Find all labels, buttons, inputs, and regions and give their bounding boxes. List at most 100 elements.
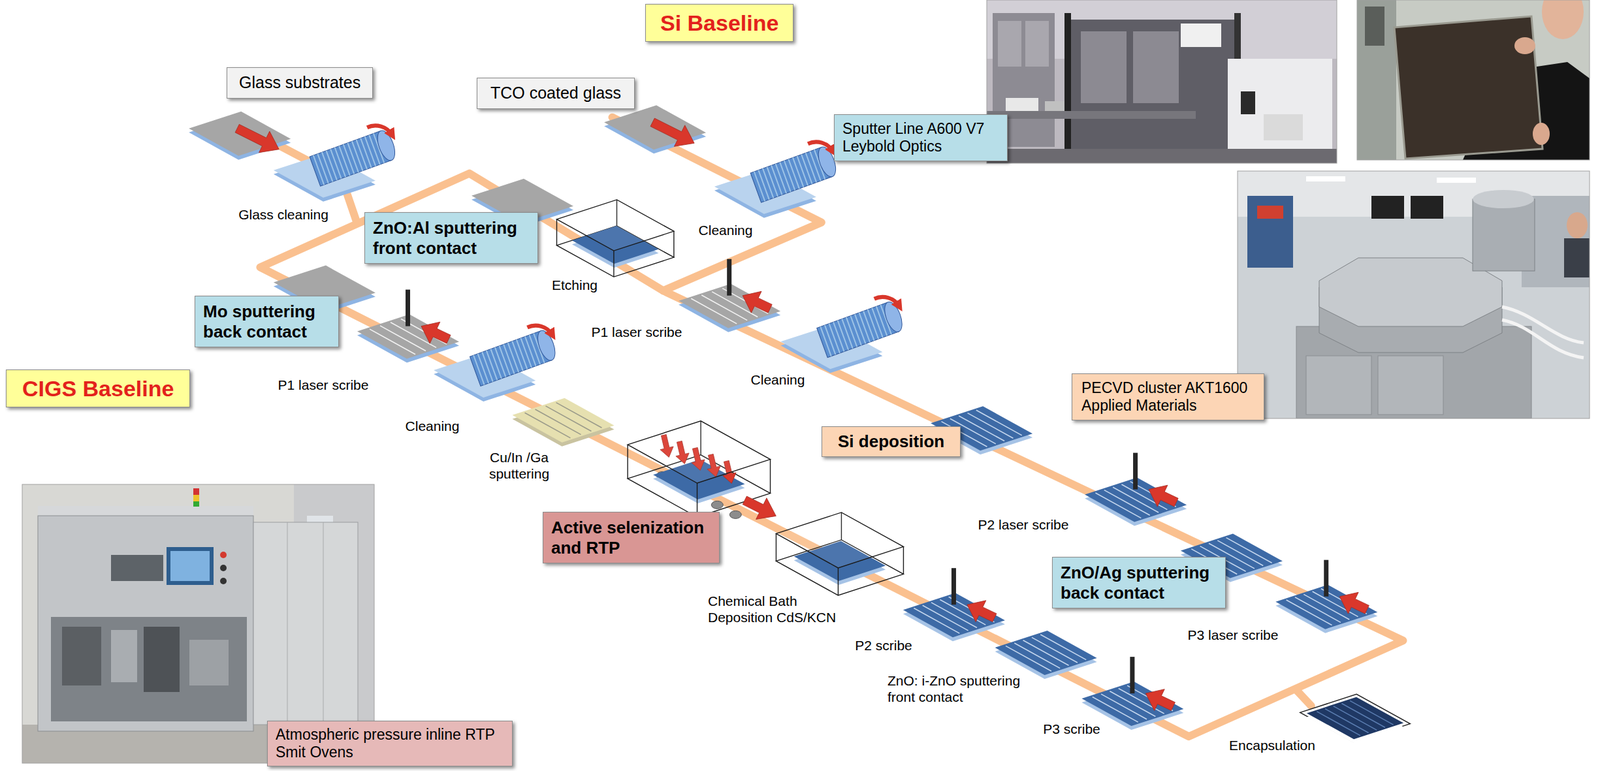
roller-ridge — [490, 349, 501, 379]
red-arrow — [650, 118, 695, 147]
rotation-arrow — [874, 291, 900, 315]
signal-lamp — [193, 501, 200, 507]
person-head — [1566, 212, 1588, 239]
panel-top — [995, 630, 1098, 676]
step-label: P1 laser scribe — [591, 323, 683, 341]
red-arrow — [421, 321, 451, 344]
button — [220, 551, 227, 559]
seam — [287, 522, 288, 725]
roller-ridge — [829, 323, 840, 354]
chamber-edge — [556, 219, 558, 246]
roller-ridge — [317, 154, 328, 184]
roller-end — [534, 328, 559, 364]
roller-ridge — [833, 321, 844, 352]
scribe-line — [1005, 645, 1052, 672]
scribe-line — [1226, 538, 1273, 564]
roller-ridge — [343, 144, 354, 174]
photo-border — [986, 0, 1337, 164]
photo-border — [1237, 171, 1590, 419]
step-label: Cu/In /Ga sputtering — [473, 449, 565, 482]
mechanics-part — [62, 626, 102, 686]
signal-lamp — [193, 488, 200, 496]
roller-ridge — [775, 163, 787, 194]
person-body — [1564, 238, 1590, 278]
scribe-line — [1023, 640, 1070, 667]
lab-photo — [986, 0, 1337, 164]
panel-top — [512, 398, 615, 443]
box-text: PECVD cluster AKT1600 Applied Materials — [1081, 379, 1255, 415]
chamber-edge — [837, 568, 839, 596]
process-box: Active selenization and RTP — [542, 512, 720, 564]
floor — [986, 148, 1337, 164]
step-label: P2 laser scribe — [978, 516, 1070, 533]
roller-ridge — [321, 152, 333, 182]
scribe-line — [1286, 600, 1333, 626]
roller-ridge — [360, 138, 371, 168]
roller-ridge — [797, 156, 808, 186]
roller-ridge — [486, 350, 497, 381]
red-arrow — [967, 600, 997, 623]
mechanics-part — [111, 630, 138, 683]
transport-roller — [711, 500, 723, 509]
laser-head — [1129, 656, 1135, 694]
roller-ridge — [779, 162, 791, 192]
machine-panel — [1080, 31, 1127, 104]
roller-ridge — [846, 317, 857, 347]
roller-ridge — [347, 143, 358, 173]
roller-ridge — [478, 353, 489, 384]
cable — [1502, 320, 1584, 358]
chamber-edge — [673, 231, 674, 258]
process-illustration — [188, 105, 1410, 744]
hand — [1514, 37, 1536, 55]
roller-ridge — [867, 309, 879, 339]
roller-ridge — [516, 339, 528, 369]
roller-ridge — [365, 136, 376, 166]
baseline-heading: Si Baseline — [645, 3, 794, 42]
scribe-line — [913, 608, 960, 635]
roller-ridge — [850, 316, 861, 346]
roller-ridge — [499, 346, 511, 376]
input-box: TCO coated glass — [476, 77, 635, 110]
red-arrow — [1148, 485, 1179, 507]
chamber-edge — [903, 546, 904, 575]
chamber-top — [775, 512, 904, 569]
chamber-top — [627, 421, 770, 484]
laser-head — [1133, 453, 1138, 490]
roller-ridge — [338, 146, 350, 176]
scribe-line — [1014, 643, 1060, 669]
box-text: TCO coated glass — [490, 83, 622, 104]
screen-face — [170, 551, 210, 582]
scribe-line — [1349, 700, 1393, 725]
device — [1247, 195, 1294, 268]
photo-ground — [1237, 171, 1590, 419]
roller-ridge — [863, 311, 874, 341]
step-label: Glass cleaning — [238, 206, 329, 223]
person-photo — [1357, 0, 1590, 160]
rotation-arrow — [367, 120, 392, 143]
photo-ground — [986, 0, 1337, 164]
cleaning-roller — [466, 320, 561, 386]
roller-ridge — [754, 171, 765, 202]
box-text: ZnO:Al sputtering front contact — [372, 218, 530, 258]
roller-ridge — [473, 355, 484, 385]
box-text: Active selenization and RTP — [551, 517, 712, 558]
process-box: ZnO:Al sputtering front contact — [364, 212, 539, 264]
roller-ridge — [481, 352, 493, 382]
rack-post — [1064, 13, 1072, 164]
lamp — [1436, 177, 1476, 183]
box-text: Sputter Line A600 V7 Leybold Optics — [842, 120, 1000, 156]
chamber-edge — [626, 444, 628, 479]
process-box: ZnO/Ag sputtering back contact — [1052, 557, 1226, 609]
laser-head — [1323, 560, 1329, 597]
box-text: Si Baseline — [660, 9, 779, 36]
photo-border — [1357, 0, 1590, 160]
rotation-arrow — [527, 320, 552, 343]
cabinet-door — [1377, 355, 1444, 415]
scribe-line — [1341, 704, 1385, 729]
encapsulation-frame — [1300, 694, 1410, 742]
shelf — [1357, 0, 1397, 160]
step-label: Cleaning — [751, 371, 806, 388]
step-label: Etching — [551, 276, 598, 294]
roller-ridge — [771, 165, 782, 195]
